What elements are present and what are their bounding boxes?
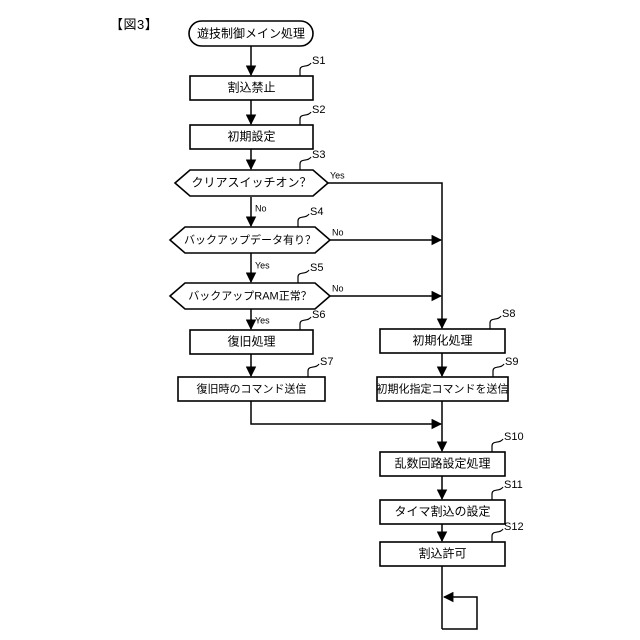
s12-process-shape [379,541,506,567]
s2-leader-line [299,111,312,125]
s9-step-label: S9 [505,356,518,368]
s1-label: 割込禁止 [227,80,275,95]
s11-process-shape [379,499,506,525]
s4-decision-shape [168,226,332,254]
s11-step-label: S11 [504,479,523,491]
s5-decision-shape [168,282,332,310]
s3-no-branch-label: No [255,203,267,213]
s2-process-shape [189,124,314,150]
s3-decision-shape [173,169,330,197]
s8-leader-line [489,315,502,329]
node-s10: 乱数回路設定処理 S10 [379,431,524,477]
node-s5: バックアップRAM正常？ S5 No Yes [168,262,344,325]
edge-s3-yes-to-right-column [328,182,448,330]
s2-step-label: S2 [312,104,325,116]
node-s6: 復旧処理 S6 [189,309,325,355]
edge-loop-back [442,591,478,630]
edge-s7-merge-to-right-column [250,401,443,430]
s9-process-shape [376,376,509,402]
node-start: 遊技制御メイン処理 [188,20,314,47]
s1-process-shape [189,75,314,101]
connectors [245,46,478,630]
s4-label: バックアップデータ有り？ [184,232,316,246]
s8-step-label: S8 [502,308,515,320]
node-s1: 割込禁止 S1 [189,55,325,101]
s4-no-branch-label: No [332,227,344,237]
node-s4: バックアップデータ有り？ S4 No Yes [168,206,344,270]
s11-leader-line [491,486,504,500]
s5-label: バックアップRAM正常？ [188,289,311,302]
node-s9: 初期化指定コマンドを送信 S9 [376,356,518,402]
s5-step-label: S5 [310,262,323,274]
s4-leader-line [297,213,310,227]
s10-label: 乱数回路設定処理 [394,456,490,471]
node-s12: 割込許可 S12 [379,521,524,567]
s10-step-label: S10 [504,431,524,443]
s10-process-shape [379,451,506,477]
s10-leader-line [491,438,504,452]
s4-yes-branch-label: Yes [255,260,270,270]
s12-label: 割込許可 [418,546,466,561]
s8-process-shape [379,328,506,354]
s12-step-label: S12 [504,521,524,533]
s7-leader-line [307,363,320,377]
s1-step-label: S1 [312,55,325,67]
s9-leader-line [492,363,505,377]
s9-label: 初期化指定コマンドを送信 [377,381,509,395]
s5-yes-branch-label: Yes [255,315,270,325]
start-terminator-shape [188,20,314,47]
s6-step-label: S6 [312,309,325,321]
node-s7: 復旧時のコマンド送信 S7 [177,356,333,402]
s8-label: 初期化処理 [412,334,472,348]
s2-label: 初期設定 [227,129,275,144]
s3-leader-line [299,156,312,170]
node-s2: 初期設定 S2 [189,104,325,150]
s6-label: 復旧処理 [227,334,275,349]
s7-label: 復旧時のコマンド送信 [197,381,307,395]
node-s11: タイマ割込の設定 S11 [379,479,523,525]
s4-step-label: S4 [310,206,323,218]
s12-leader-line [491,528,504,542]
s5-no-branch-label: No [332,283,344,293]
s5-leader-line [297,269,310,283]
figure-title: 【図3】 [110,17,159,32]
node-s3: クリアスイッチオン？ S3 Yes No [173,149,345,213]
s6-process-shape [189,329,314,355]
s3-yes-branch-label: Yes [330,170,345,180]
node-s8: 初期化処理 S8 [379,308,515,354]
s3-step-label: S3 [312,149,325,161]
start-label: 遊技制御メイン処理 [197,26,305,41]
s1-leader-line [299,62,312,76]
s11-label: タイマ割込の設定 [394,504,490,519]
s7-step-label: S7 [320,356,333,368]
s7-process-shape [177,376,326,402]
s3-label: クリアスイッチオン？ [191,176,311,190]
s6-leader-line [299,316,312,330]
